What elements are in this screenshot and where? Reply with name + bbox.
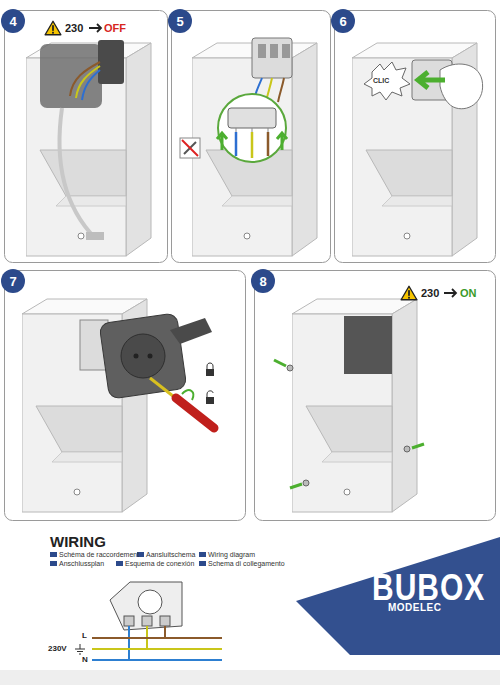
click-burst (364, 62, 410, 100)
step-number: 7 (9, 274, 16, 289)
flag-icon (50, 552, 57, 557)
push-arrow (277, 133, 287, 150)
wire (235, 132, 238, 156)
step-number: 6 (339, 14, 346, 29)
push-arrow (217, 133, 227, 150)
step-number: 4 (9, 14, 16, 29)
socket-mechanism (252, 38, 292, 78)
arrow-symbol (89, 24, 101, 32)
terminal (282, 44, 290, 58)
socket-face (138, 590, 162, 614)
flag-icon (199, 561, 206, 566)
terminal (124, 616, 134, 626)
unlock-icon (206, 397, 214, 404)
brand-name: BUBOX (372, 569, 485, 607)
wire (82, 70, 100, 100)
cable (59, 108, 95, 238)
neutral-wire (92, 659, 222, 661)
zoom-circle (218, 94, 286, 162)
terminal (160, 616, 170, 626)
step-badge: 7 (1, 269, 25, 293)
socket-cover (99, 313, 187, 399)
power-state: ON (460, 288, 477, 299)
neutral-label: N (82, 656, 88, 664)
banner-fill (296, 537, 500, 655)
step-number: 8 (259, 274, 266, 289)
cable-gland (86, 232, 104, 240)
panel-frame (5, 271, 246, 521)
connector (228, 108, 276, 128)
earth-symbol (75, 644, 85, 654)
live-wire (92, 637, 222, 639)
warning-sign (45, 21, 61, 35)
live-wire (164, 626, 166, 638)
post (26, 43, 151, 256)
screw-arrow (290, 484, 302, 488)
translation: Esquema de conexión (125, 560, 194, 567)
voltage-label: 230 (65, 23, 83, 34)
section-heading: WIRING (50, 534, 106, 549)
socket-face (121, 334, 165, 378)
push-arrow (418, 72, 445, 88)
terminal (142, 616, 152, 626)
turn-arrow (182, 390, 193, 400)
translation: Anschlussplan (59, 560, 104, 567)
sound-effect: CLIC (373, 77, 389, 84)
hand (440, 64, 483, 109)
panel-frame (172, 11, 331, 263)
screw-arrow (412, 444, 424, 448)
screwdriver-handle (176, 398, 214, 428)
step-badge: 6 (331, 9, 355, 33)
socket-lid (170, 318, 212, 344)
terminal (258, 44, 266, 58)
brand-banner: BUBOXMODELEC (288, 533, 500, 661)
flag-icon (116, 561, 123, 566)
translation: Aansluitschema (146, 551, 195, 558)
phase-label: L (82, 632, 87, 640)
post (292, 299, 417, 512)
panel-frame (335, 11, 496, 263)
wire (278, 78, 284, 102)
arrow-symbol (444, 289, 456, 297)
socket-outline (110, 582, 182, 630)
footer-strip (0, 670, 500, 685)
translation: Schéma de raccordement (59, 551, 139, 558)
screw (287, 365, 293, 371)
terminal (270, 44, 278, 58)
translation: Schema di collegamento (208, 560, 285, 567)
step-badge: 4 (1, 9, 25, 33)
voltage-label: 230V (48, 645, 67, 653)
lock-icon (206, 369, 214, 376)
cross-icon (182, 140, 198, 156)
wire (267, 132, 270, 156)
earth-wire (92, 648, 222, 650)
socket-block (40, 44, 102, 108)
voltage-label: 230 (421, 288, 439, 299)
screw (404, 446, 410, 452)
neutral-wire (128, 626, 130, 660)
socket-cover (344, 316, 392, 374)
flag-icon (50, 561, 57, 566)
translation: Wiring diagram (208, 551, 255, 558)
screw-arrow (274, 360, 286, 366)
socket-back (98, 40, 124, 84)
brand-maker: MODELEC (388, 603, 442, 613)
step-badge: 8 (251, 269, 275, 293)
power-state: OFF (104, 23, 126, 34)
wire (251, 132, 254, 158)
screw (303, 480, 309, 486)
socket-hole (148, 354, 153, 359)
lock-icon (207, 363, 213, 369)
panel-frame (5, 11, 168, 263)
socket-hole (134, 354, 139, 359)
unlock-icon (207, 391, 213, 397)
flag-icon (199, 552, 206, 557)
no-tool-icon (180, 138, 200, 158)
panel-frame (255, 271, 496, 521)
warning-sign (401, 286, 417, 300)
step-number: 5 (176, 14, 183, 29)
step-badge: 5 (168, 9, 192, 33)
